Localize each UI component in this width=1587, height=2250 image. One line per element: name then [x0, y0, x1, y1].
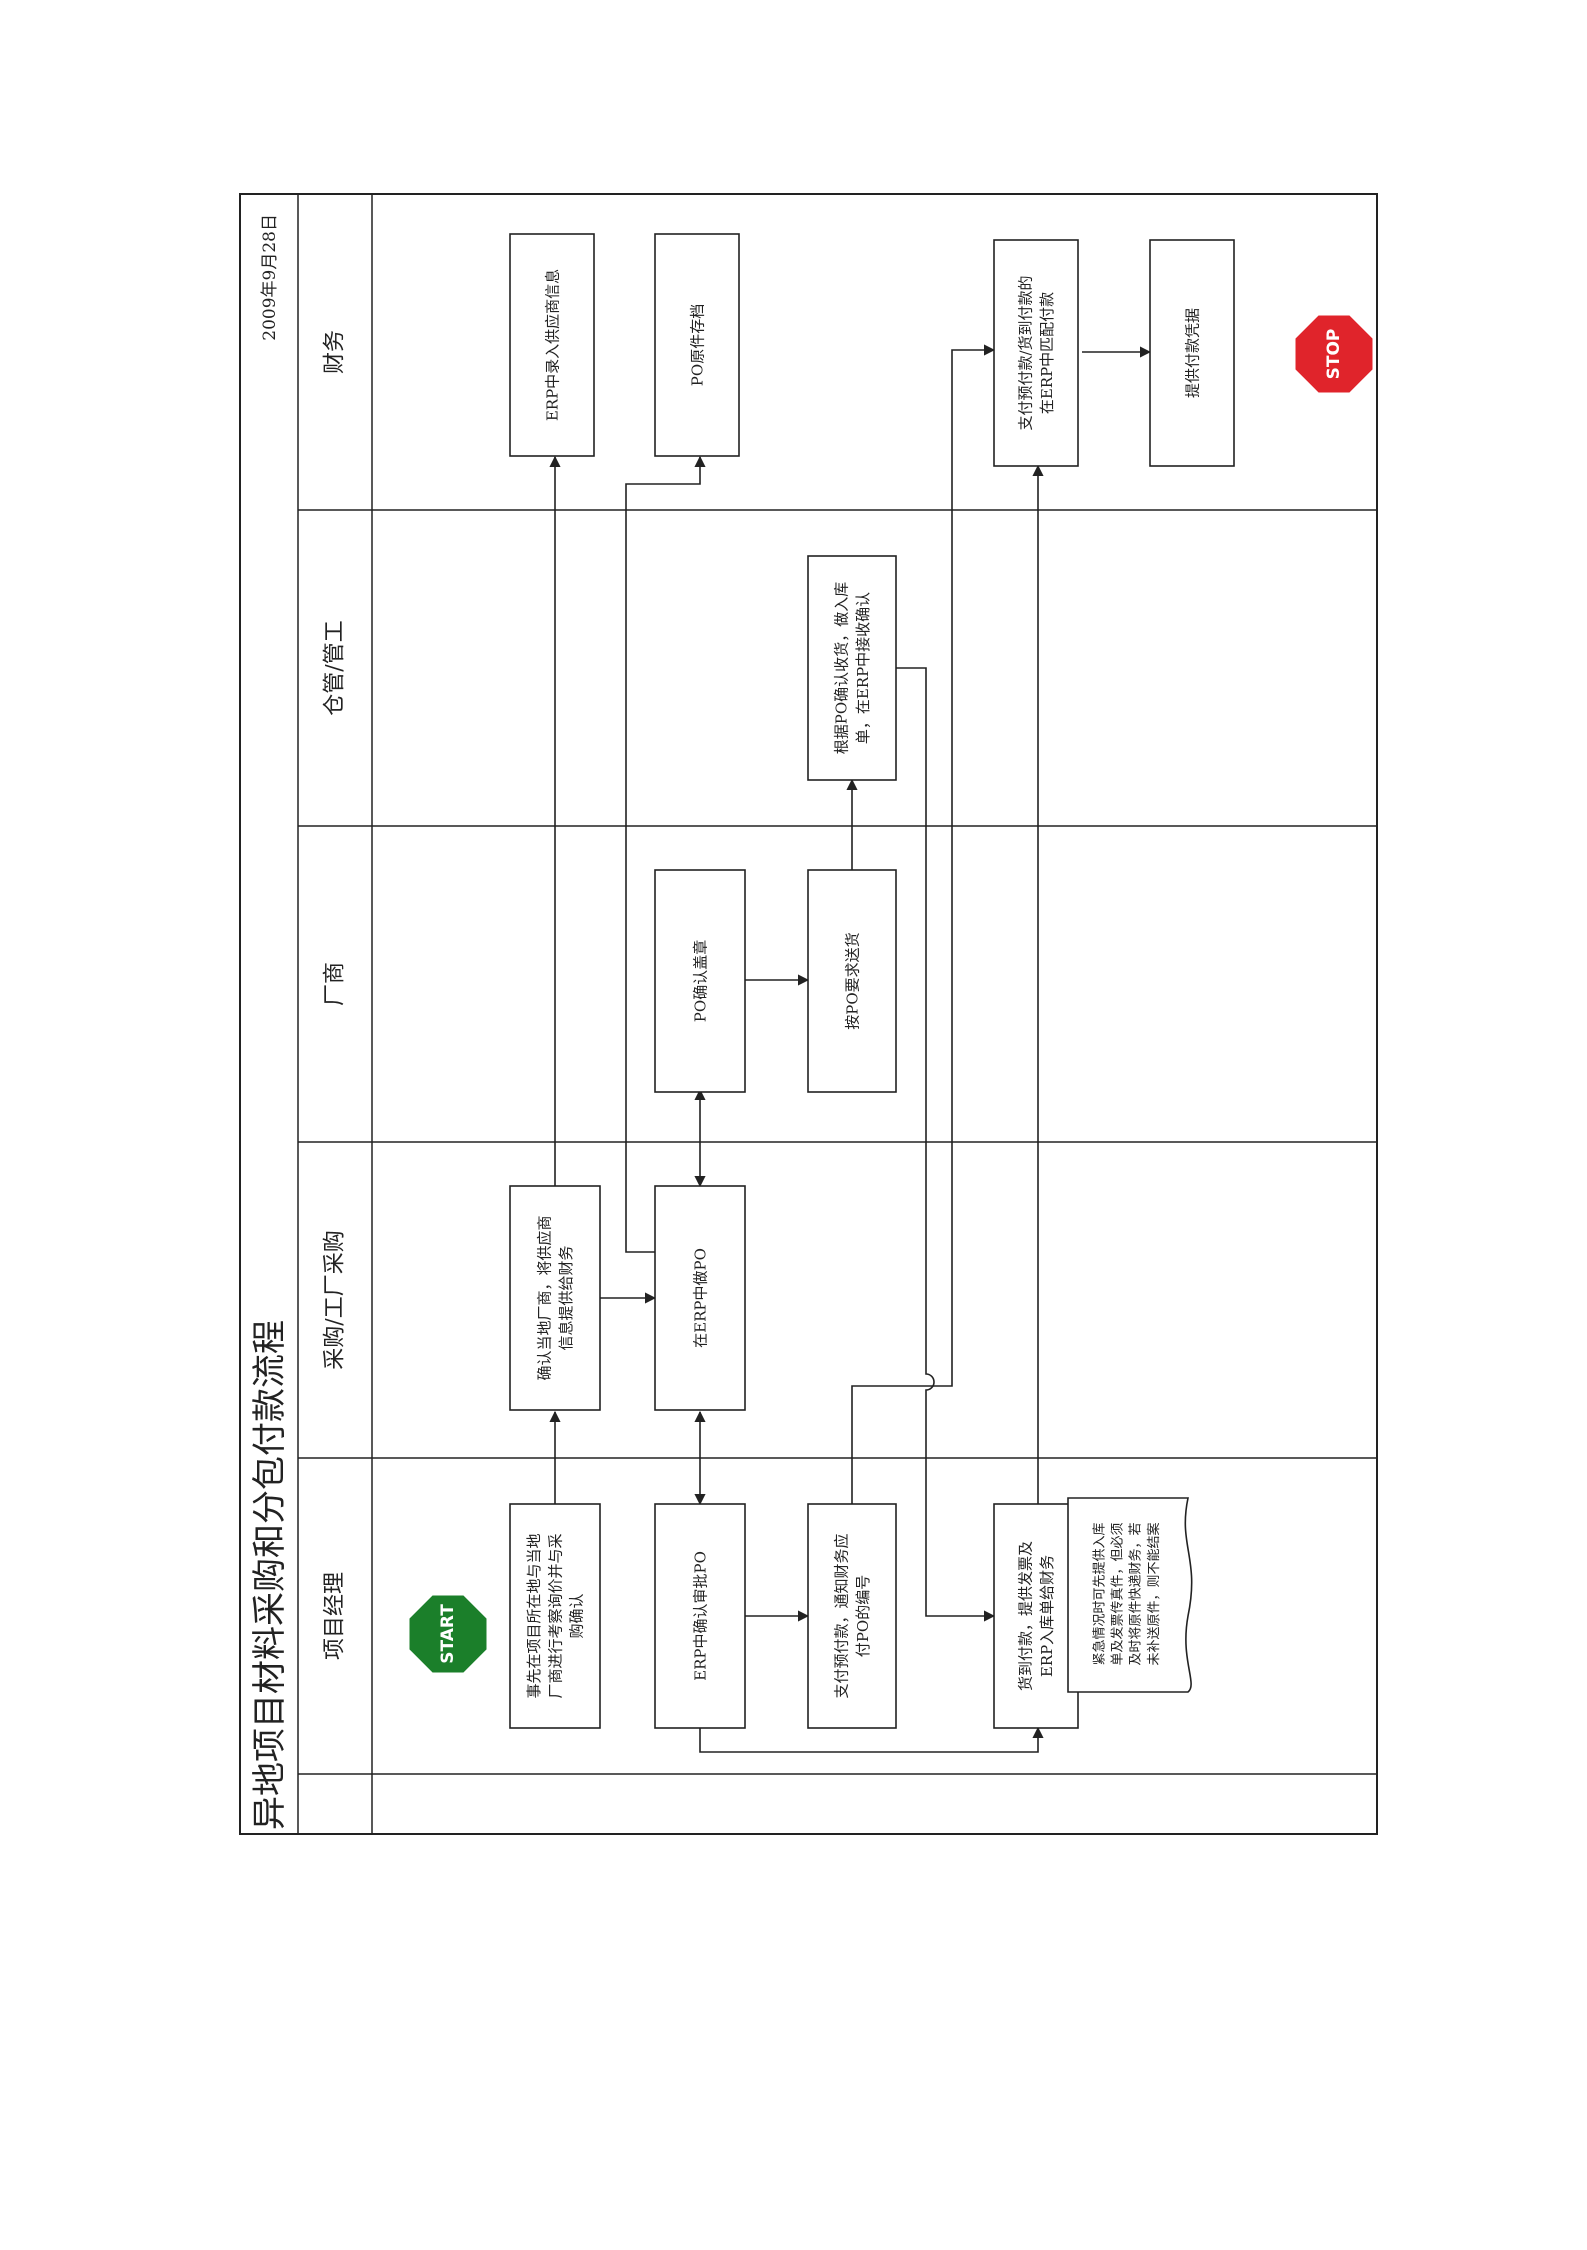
box-label-line: 提供付款凭据: [1183, 308, 1201, 398]
box-fin-archive-po: [654, 233, 740, 457]
edge-pm3-to-fin3: [851, 344, 996, 1504]
box-labels: 事先在项目所在地与当地厂商进行考察询价并与采购确认 ERP中确认审批PO 支付预…: [525, 269, 1201, 1699]
box-pm-note-document: [1067, 1497, 1193, 1693]
box-label-line: 单及发票传真件，但必须: [1110, 1522, 1126, 1665]
lane-header-project-manager: 项目经理: [323, 1572, 348, 1660]
box-pm-prepay: [807, 1503, 897, 1729]
box-pur-confirm-vendor: [509, 1185, 601, 1411]
diagram-frame: [239, 193, 1378, 1835]
stop-label: STOP: [1324, 329, 1344, 380]
box-fin-enter-vendor: [509, 233, 595, 457]
label-fin1: ERP中录入供应商信息: [543, 269, 561, 421]
label-pur1: 确认当地厂商，将供应商信息提供给财务: [536, 1215, 575, 1380]
box-label-line: 付PO的编号: [854, 1575, 872, 1657]
box-pm-survey: [509, 1503, 601, 1729]
start-octagon-icon: [406, 1592, 490, 1676]
label-fin3: 支付预付款/货到付款的在ERP中匹配付款: [1017, 275, 1056, 430]
label-ven1: PO确认盖章: [691, 940, 709, 1022]
box-label-line: 按PO要求送货: [843, 932, 861, 1029]
label-ven2: 按PO要求送货: [843, 932, 861, 1029]
edge-wh1-to-pm4: [896, 667, 996, 1622]
box-label-line: ERP中录入供应商信息: [543, 269, 561, 421]
lane-header-warehouse: 仓管/管工: [323, 620, 348, 715]
box-label-line: ERP中确认审批PO: [691, 1551, 709, 1681]
box-label-line: PO确认盖章: [691, 940, 709, 1022]
edge-pm2-to-pm4: [699, 1726, 1044, 1753]
lane-header-purchasing: 采购/工厂采购: [323, 1230, 348, 1369]
label-pm-note: 紧急情况时可先提供入库单及发票传真件，但必须及时将原件快递财务，若未补送原件，则…: [1091, 1522, 1162, 1665]
start-label: START: [438, 1604, 458, 1664]
label-pm1: 事先在项目所在地与当地厂商进行考察询价并与采购确认: [525, 1533, 585, 1698]
box-fin-payment-voucher: [1149, 239, 1235, 467]
label-pm3: 支付预付款，通知财务应付PO的编号: [833, 1533, 872, 1698]
stop-octagon-icon: [1292, 312, 1376, 396]
start-terminal: START: [406, 1592, 490, 1676]
box-label-line: 厂商进行考察询价并与采: [546, 1533, 564, 1698]
label-pm2: ERP中确认审批PO: [691, 1551, 709, 1681]
box-label-line: PO原件存档: [688, 304, 706, 386]
label-fin2: PO原件存档: [688, 304, 706, 386]
connectors: [549, 344, 1152, 1753]
label-fin4: 提供付款凭据: [1183, 308, 1201, 398]
diagram-title: 异地项目材料采购和分包付款流程: [250, 1320, 290, 1830]
process-boxes: [509, 233, 1235, 1729]
box-label-line: ERP入库单给财务: [1038, 1555, 1056, 1677]
box-label-line: 事先在项目所在地与当地: [525, 1533, 543, 1698]
box-label-line: 紧急情况时可先提供入库: [1091, 1522, 1107, 1665]
box-ven-deliver: [807, 869, 897, 1093]
box-fin-match-payment: [993, 239, 1079, 467]
lane-header-vendor: 厂商: [323, 962, 348, 1006]
box-label-line: 信息提供给财务: [557, 1245, 575, 1350]
diagram-date: 2009年9月28日: [260, 214, 280, 341]
box-label-line: 确认当地厂商，将供应商: [536, 1215, 554, 1380]
box-label-line: 支付预付款，通知财务应: [833, 1533, 851, 1698]
label-pur2: 在ERP中做PO: [691, 1248, 709, 1348]
box-label-line: 支付预付款/货到付款的: [1017, 275, 1035, 430]
box-label-line: 在ERP中做PO: [691, 1248, 709, 1348]
box-label-line: 在ERP中匹配付款: [1038, 292, 1056, 414]
box-label-line: 未补送原件，则不能结案: [1147, 1522, 1162, 1665]
stop-terminal: STOP: [1292, 312, 1376, 396]
box-wh-receive: [807, 555, 897, 781]
box-ven-confirm-po: [654, 869, 746, 1093]
box-pm-approve-po: [654, 1503, 746, 1729]
lane-header-finance: 财务: [323, 330, 348, 374]
box-pm-delivery-payment: [993, 1503, 1079, 1729]
box-label-line: 及时将原件快递财务，若: [1128, 1522, 1144, 1665]
box-label-line: 单，在ERP中接收确认: [854, 592, 872, 744]
box-label-line: 购确认: [567, 1593, 585, 1638]
label-wh1: 根据PO确认收货，做入库单，在ERP中接收确认: [833, 582, 872, 754]
edge-pur2-to-fin2: [625, 455, 706, 1253]
box-pur-create-po: [654, 1185, 746, 1411]
box-label-line: 货到付款，提供发票及: [1017, 1541, 1035, 1691]
box-label-line: 根据PO确认收货，做入库: [833, 582, 851, 754]
